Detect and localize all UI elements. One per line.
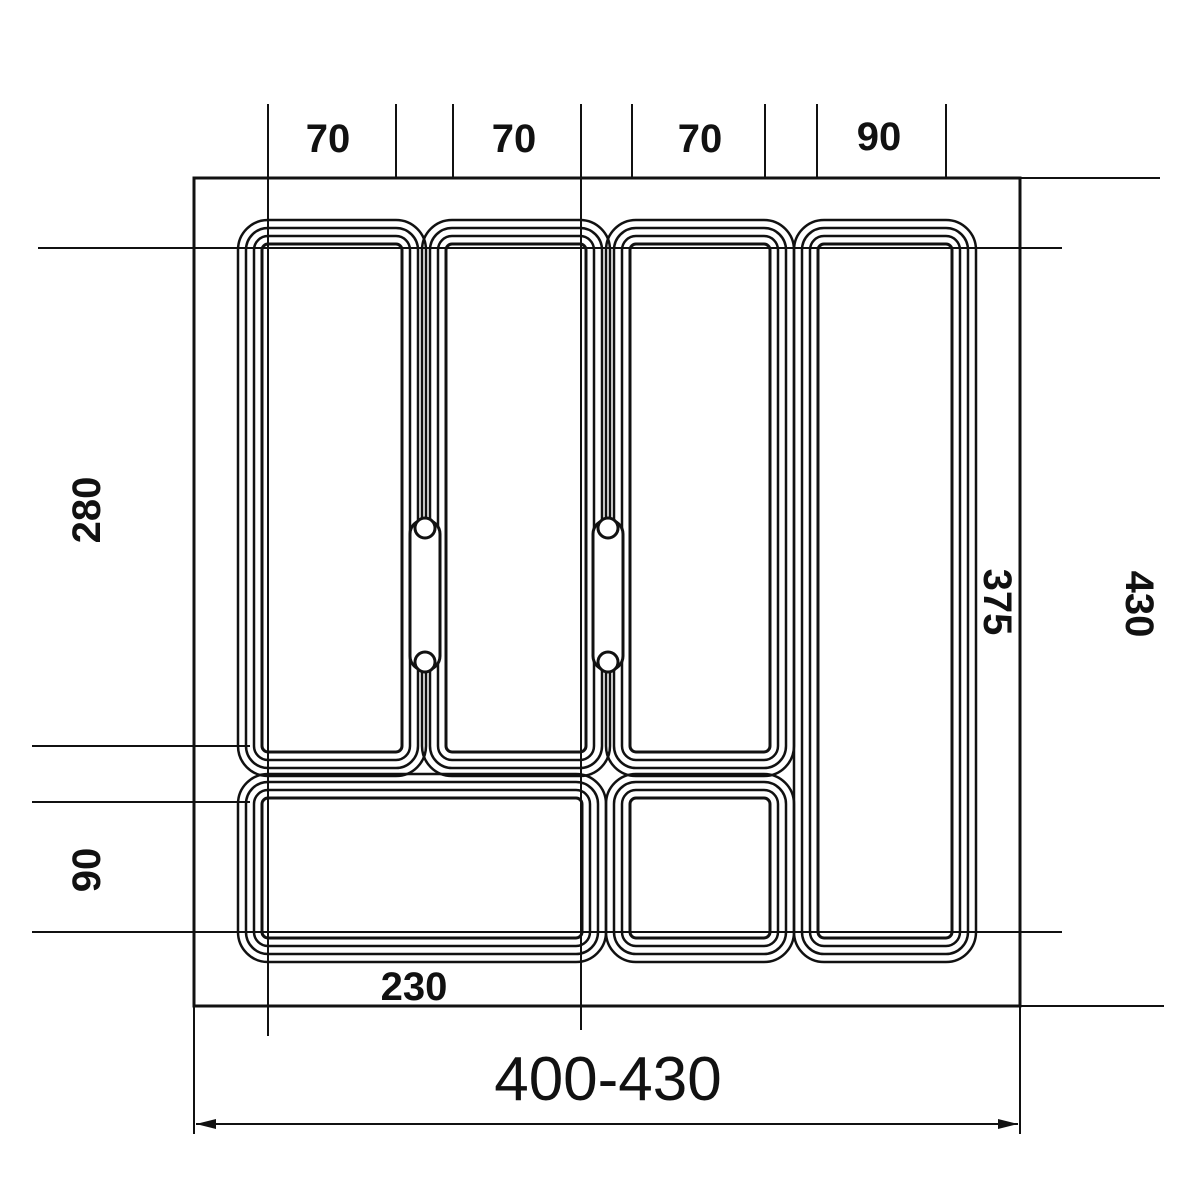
dimension-lines (32, 104, 1164, 1134)
compartment-2 (420, 218, 612, 778)
compartment-6 (604, 772, 796, 964)
inner-height-label: 375 (975, 569, 1019, 636)
drawer-outline (192, 176, 1022, 1008)
top-width-label-4: 90 (857, 115, 902, 159)
overall-width-label: 400-430 (494, 1045, 722, 1114)
top-width-label-3: 70 (678, 117, 723, 161)
top-width-label-2: 70 (492, 117, 537, 161)
left-bottom-height-label: 90 (65, 848, 109, 893)
left-top-height-label: 280 (65, 477, 109, 544)
tray-compartments (236, 218, 978, 964)
compartment-4 (792, 218, 978, 964)
outer-height-label: 430 (1117, 571, 1161, 638)
compartment-1 (236, 218, 428, 778)
bottom-segment-label: 230 (381, 965, 448, 1009)
compartment-3 (604, 218, 796, 778)
compartment-5 (236, 772, 608, 964)
divider-clips (408, 516, 625, 674)
top-width-label-1: 70 (306, 117, 351, 161)
